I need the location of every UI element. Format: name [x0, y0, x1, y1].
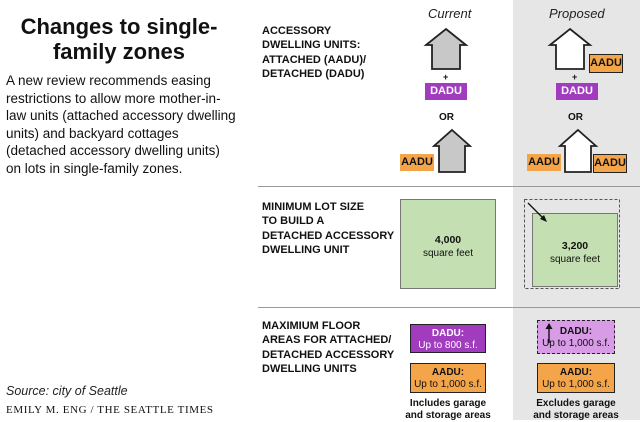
plus-sign: + — [572, 72, 578, 82]
house-icon — [423, 27, 469, 70]
house-icon — [557, 128, 599, 173]
column-heading-proposed: Proposed — [549, 6, 605, 21]
aadu-tag: AADU — [593, 154, 627, 173]
lot-proposed: 3,200 square feet — [532, 213, 618, 287]
aadu-tag: AADU — [527, 154, 561, 171]
lot-current-unit: square feet — [422, 248, 474, 259]
lot-current-value: 4,000 — [434, 234, 462, 246]
source-line: Source: city of Seattle — [6, 384, 128, 398]
increase-arrow-icon — [545, 323, 553, 343]
plus-sign: + — [443, 72, 449, 82]
section-label-floor-area: MAXIMIUM FLOOR AREAS FOR ATTACHED/ DETAC… — [262, 320, 395, 375]
section-divider — [258, 307, 640, 308]
floor-area-current-aadu: AADU: Up to 1,000 s.f. — [410, 363, 486, 393]
house-icon — [431, 128, 473, 173]
floor-area-proposed-aadu: AADU: Up to 1,000 s.f. — [537, 363, 615, 393]
dadu-tag: DADU — [556, 83, 598, 100]
page-title: Changes to single-family zones — [20, 14, 218, 64]
section-label-lot-size: MINIMUM LOT SIZE TO BUILD A DETACHED ACC… — [262, 201, 395, 256]
dadu-tag: DADU — [425, 83, 467, 100]
or-label: OR — [439, 112, 454, 123]
aadu-tag: AADU — [400, 154, 434, 171]
floor-area-current-dadu: DADU: Up to 800 s.f. — [410, 324, 486, 353]
floor-area-proposed-note: Excludes garage and storage areas — [533, 398, 619, 421]
intro-text: A new review recommends easing restricti… — [6, 73, 236, 176]
lot-proposed-unit: square feet — [549, 254, 601, 265]
credit-line: EMILY M. ENG / THE SEATTLE TIMES — [6, 404, 214, 416]
lot-proposed-outline — [524, 199, 620, 289]
floor-area-proposed-dadu: DADU: Up to 1,000 s.f. — [537, 320, 615, 354]
aadu-tag: AADU — [589, 54, 623, 73]
section-divider — [258, 186, 640, 187]
or-label: OR — [568, 112, 583, 123]
section-label-adu: ACCESSORY DWELLING UNITS: ATTACHED (AADU… — [262, 25, 367, 80]
shrink-arrow-icon — [527, 202, 547, 222]
lot-current: 4,000 square feet — [400, 199, 496, 289]
lot-proposed-value: 3,200 — [561, 240, 589, 252]
floor-area-current-note: Includes garage and storage areas — [405, 398, 491, 421]
house-icon — [547, 27, 593, 70]
column-heading-current: Current — [428, 6, 472, 21]
